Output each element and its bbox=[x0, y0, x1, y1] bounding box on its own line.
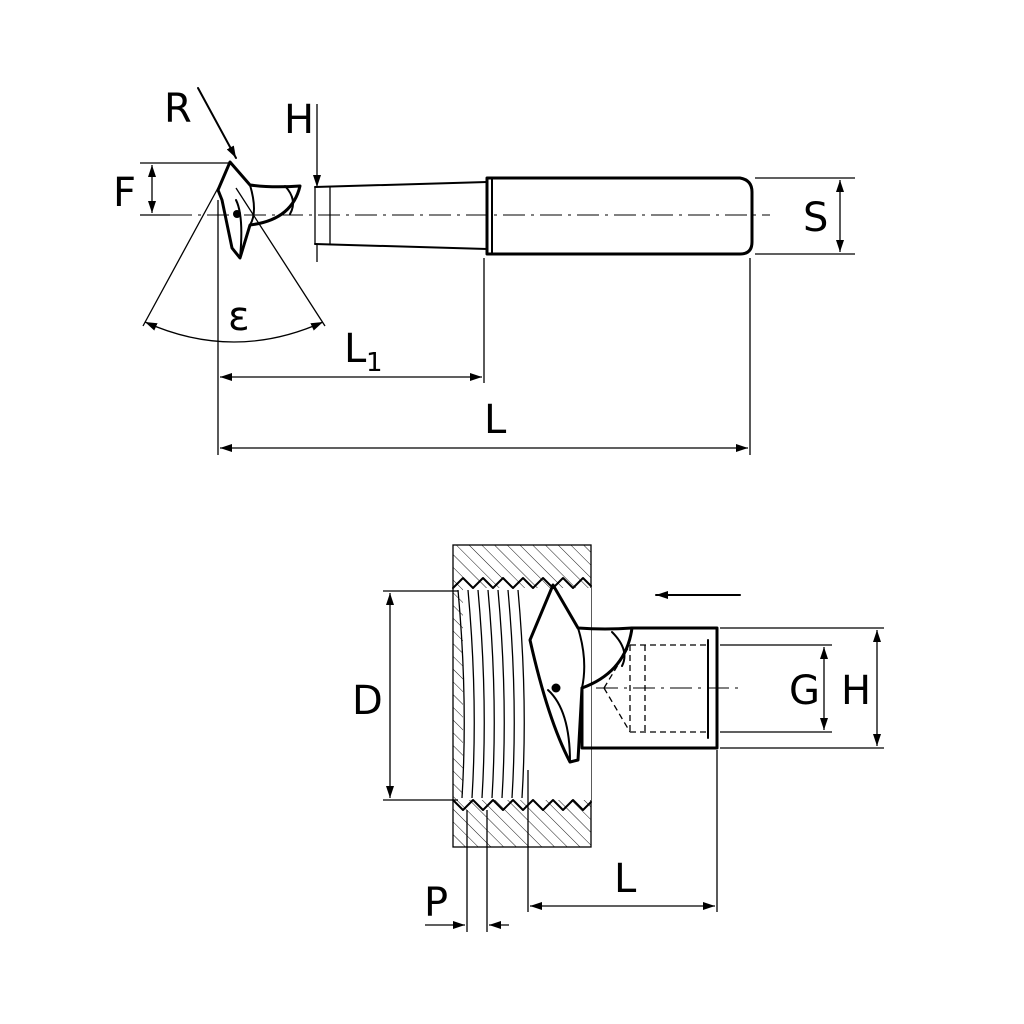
label-epsilon: ε bbox=[228, 294, 250, 340]
tool-shank bbox=[580, 626, 719, 750]
bottom-workpiece-view: D G H L P bbox=[352, 544, 884, 932]
thread-bottom bbox=[452, 799, 592, 811]
top-cutter-view: R H F S ε L 1 L bbox=[113, 86, 855, 455]
label-L1-sub: 1 bbox=[366, 348, 383, 378]
label-H-top: H bbox=[284, 97, 314, 143]
label-S: S bbox=[803, 195, 828, 241]
hidden-bore bbox=[603, 644, 708, 733]
label-D: D bbox=[352, 678, 383, 724]
cutting-head bbox=[216, 160, 302, 260]
epsilon-arc bbox=[144, 321, 324, 343]
shank bbox=[485, 176, 754, 256]
label-L-bottom: L bbox=[614, 856, 637, 902]
R-leader bbox=[197, 87, 237, 159]
thread-top bbox=[452, 577, 592, 589]
label-L1: L bbox=[344, 326, 367, 372]
label-R: R bbox=[164, 86, 192, 132]
label-P: P bbox=[424, 880, 448, 926]
tool-head bbox=[528, 583, 634, 764]
label-F: F bbox=[113, 170, 136, 216]
label-H-bottom: H bbox=[841, 668, 871, 714]
label-G: G bbox=[789, 668, 820, 714]
thread-helix bbox=[457, 589, 525, 799]
label-L-top: L bbox=[484, 397, 507, 443]
neck bbox=[314, 181, 488, 250]
